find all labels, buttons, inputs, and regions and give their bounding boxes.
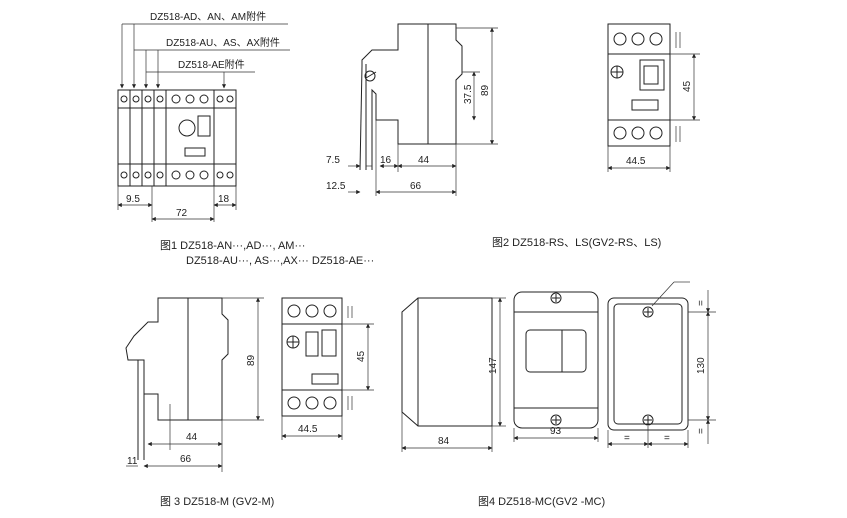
fig1-dim-72: 72 bbox=[176, 208, 188, 219]
figure-1: DZ518-AD、AN、AM附件 DZ518-AU、AS、AX附件 DZ518-… bbox=[117, 10, 374, 267]
fig4-eq-mark-right: = bbox=[664, 433, 670, 444]
fig2-dim-66: 66 bbox=[410, 181, 422, 192]
fig4-dim-93: 93 bbox=[550, 426, 562, 437]
fig3-dimensions: 89 44 11 66 bbox=[126, 297, 264, 472]
fig4-front-view: 93 bbox=[513, 291, 599, 442]
fig4-caption: 图4 DZ518-MC(GV2 -MC) bbox=[478, 495, 605, 508]
fig4-eq-mark-bottom: = bbox=[696, 428, 707, 434]
fig2-front-view: 45 44.5 bbox=[607, 23, 700, 172]
fig1-label-ad-an-am: DZ518-AD、AN、AM附件 bbox=[150, 10, 266, 23]
figure-4: 147 84 93 bbox=[401, 281, 716, 508]
fig2-side-view bbox=[359, 23, 463, 171]
fig2-dim-12-5: 12.5 bbox=[326, 181, 346, 192]
fig1-breaker-assembly bbox=[117, 89, 237, 187]
fig1-label-ae: DZ518-AE附件 bbox=[178, 58, 245, 71]
fig2-caption: 图2 DZ518-RS、LS(GV2-RS、LS) bbox=[492, 236, 661, 249]
fig3-side-view bbox=[125, 297, 229, 460]
fig3-dim-44-5: 44.5 bbox=[298, 424, 318, 435]
fig2-dim-45: 45 bbox=[682, 80, 693, 92]
fig4-dim-84: 84 bbox=[438, 436, 450, 447]
fig2-dim-89: 89 bbox=[480, 84, 491, 96]
fig1-dimensions: 9.5 72 18 bbox=[117, 186, 237, 222]
fig3-dim-11: 11 bbox=[127, 456, 138, 467]
fig4-dim-147: 147 bbox=[488, 357, 499, 374]
fig1-caption-line1: 图1 DZ518-AN···,AD···, AM··· bbox=[160, 239, 305, 252]
fig3-dim-44: 44 bbox=[186, 432, 198, 443]
fig4-eq-mark-left: = bbox=[624, 433, 630, 444]
fig2-dim-7-5: 7.5 bbox=[326, 155, 340, 166]
fig1-dim-18: 18 bbox=[218, 194, 230, 205]
fig3-dim-89: 89 bbox=[246, 354, 257, 366]
fig3-dim-66: 66 bbox=[180, 454, 192, 465]
fig2-dimensions: 89 37.5 7.5 16 44 12.5 66 bbox=[326, 27, 498, 196]
fig1-caption-line2: DZ518-AU···, AS···,AX··· DZ518-AE··· bbox=[186, 255, 374, 267]
fig4-eq-mark-top: = bbox=[696, 300, 707, 306]
fig1-accessory-leaders: DZ518-AD、AN、AM附件 DZ518-AU、AS、AX附件 DZ518-… bbox=[119, 10, 290, 89]
fig3-dim-45: 45 bbox=[356, 350, 367, 362]
fig2-dim-44-5: 44.5 bbox=[626, 156, 646, 167]
fig2-dim-44: 44 bbox=[418, 155, 430, 166]
fig3-caption: 图 3 DZ518-M (GV2-M) bbox=[160, 495, 274, 508]
fig1-label-au-as-ax: DZ518-AU、AS、AX附件 bbox=[166, 36, 280, 49]
fig4-side-view: 147 84 bbox=[401, 297, 506, 452]
fig4-back-view: 130 = = = = bbox=[607, 281, 716, 448]
fig4-dim-130: 130 bbox=[696, 357, 707, 374]
figure-3: 89 44 11 66 45 bbox=[125, 297, 374, 508]
fig1-dim-9-5: 9.5 bbox=[126, 194, 140, 205]
fig2-dim-16: 16 bbox=[380, 155, 392, 166]
fig3-front-view: 45 44.5 bbox=[281, 297, 374, 440]
fig2-dim-37-5: 37.5 bbox=[463, 84, 474, 104]
figure-2: 89 37.5 7.5 16 44 12.5 66 bbox=[326, 23, 700, 249]
